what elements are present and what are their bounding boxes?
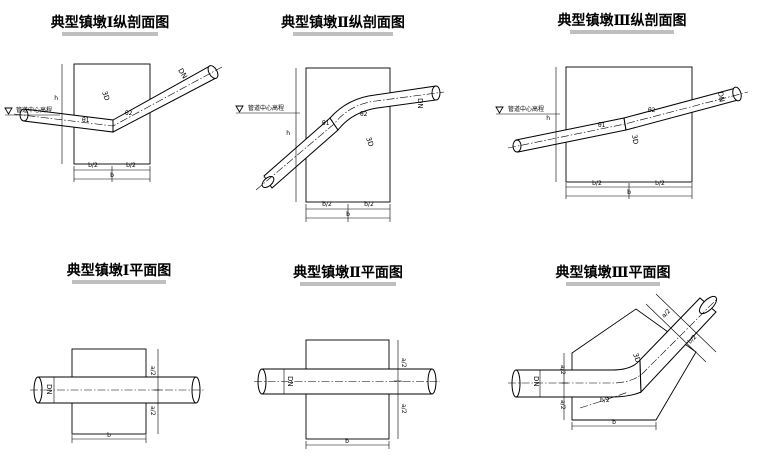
half-depth-label-bottom: a/2: [149, 406, 156, 416]
outlet-pipe: [639, 297, 717, 394]
width-label: b: [107, 432, 111, 439]
pipe-end-left: [512, 139, 522, 153]
theta2-label: θ2: [360, 111, 368, 118]
dn-label: DN: [286, 376, 294, 387]
dn-label: DN: [45, 384, 53, 395]
bend-radius-label: 3D: [630, 134, 640, 145]
pipe-end-right: [431, 85, 441, 101]
elevation-1-title: 典型镇墩Ⅰ纵剖面图: [51, 14, 170, 31]
outlet-pipe: [112, 65, 217, 133]
datum-triangle: [495, 106, 504, 114]
half-width-label-right: b/2: [364, 201, 374, 208]
pipe-end-right: [732, 86, 742, 102]
width-label: b: [627, 189, 631, 196]
diag-label-upper: a/2: [660, 308, 672, 320]
pipe-centerline: [507, 91, 749, 149]
height-label: h: [286, 130, 290, 137]
width-label: b: [110, 172, 114, 179]
datum-triangle: [235, 105, 244, 113]
plan-1-title: 典型镇墩Ⅰ平面图: [67, 262, 172, 279]
pipe-centerline: [13, 66, 223, 127]
theta1-label: θ1: [82, 117, 90, 124]
plan-2-title: 典型镇墩Ⅱ平面图: [293, 264, 403, 281]
bend-half-label: b/2: [600, 397, 610, 404]
half-width-label-right: b/2: [126, 162, 136, 169]
pipe-end-left: [261, 175, 275, 189]
height-label: h: [546, 115, 550, 122]
theta2-label: θ2: [125, 110, 133, 117]
half-depth-label-top: a/2: [149, 366, 156, 376]
plan-2-panel: 典型镇墩Ⅱ平面图 DN a/2 a/2 b: [254, 264, 440, 449]
thrust-block-outline: [571, 308, 697, 421]
dn-label: DN: [176, 67, 188, 80]
plan-3-panel: 典型镇墩Ⅲ平面图 DN 3D a/2 a/2 b a/2 b/2 b/2: [508, 264, 718, 430]
elevation-2-panel: 典型镇墩Ⅱ纵剖面图 管道中心高程 θ1 θ2 3D DN h b/2 b/2 b: [235, 14, 445, 222]
bend-radius-label: 3D: [364, 136, 375, 148]
pipe-centerline: [255, 91, 445, 191]
dn-label: DN: [532, 376, 540, 387]
half-depth-label-bottom: a/2: [400, 404, 407, 414]
thrust-block-outline: [565, 66, 693, 183]
inlet-pipe: [263, 117, 339, 189]
thrust-block-outline: [305, 67, 391, 203]
plan-3-title: 典型镇墩Ⅲ平面图: [555, 264, 670, 281]
bend-arc: [579, 391, 629, 409]
thrust-block-outline: [73, 63, 151, 165]
diag-label-lower: b/2: [686, 334, 698, 346]
pipe-centerline: [508, 299, 717, 384]
half-depth-label-bottom: a/2: [559, 400, 566, 410]
elevation-2-title: 典型镇墩Ⅱ纵剖面图: [281, 14, 405, 31]
elevation-3-panel: 典型镇墩Ⅲ纵剖面图 管道中心高程 θ1 θ2 3D DN h b/2 b/2 b: [495, 12, 749, 199]
half-width-label-left: b/2: [88, 162, 98, 169]
datum-label: 管道中心高程: [508, 105, 544, 113]
dn-label: DN: [416, 98, 424, 109]
pipe-end-left: [511, 369, 521, 398]
width-label: b: [612, 419, 616, 426]
diagonal-dimension: [655, 293, 717, 353]
bend-radius-label: 3D: [100, 90, 111, 102]
diagonal-dimension: [645, 303, 707, 363]
pipe-end-right: [698, 295, 718, 315]
elevation-1-panel: 典型镇墩Ⅰ纵剖面图 管道中心高程 θ1 θ2 3D DN h b/2 b/2 b: [4, 14, 223, 182]
theta2-label: θ2: [648, 107, 656, 114]
datum-triangle: [4, 107, 13, 115]
theta1-label: θ1: [322, 120, 330, 127]
half-width-label-left: b/2: [322, 201, 332, 208]
half-depth-label-top: a/2: [400, 358, 407, 368]
half-width-label-right: b/2: [655, 180, 665, 187]
bend-radius-label: 3D: [631, 352, 642, 364]
dn-label: DN: [716, 91, 726, 103]
plan-1-panel: 典型镇墩Ⅰ平面图 DN a/2 a/2 b: [30, 262, 204, 443]
width-label: b: [346, 211, 350, 218]
datum-label: 管道中心高程: [16, 106, 52, 114]
elevation-3-title: 典型镇墩Ⅲ纵剖面图: [557, 12, 686, 29]
datum-label: 管道中心高程: [248, 104, 284, 112]
theta1-label: θ1: [598, 122, 606, 129]
half-depth-label-top: a/2: [559, 365, 566, 375]
height-label: h: [54, 95, 58, 102]
half-width-label-left: b/2: [592, 180, 602, 187]
width-label: b: [345, 438, 349, 445]
